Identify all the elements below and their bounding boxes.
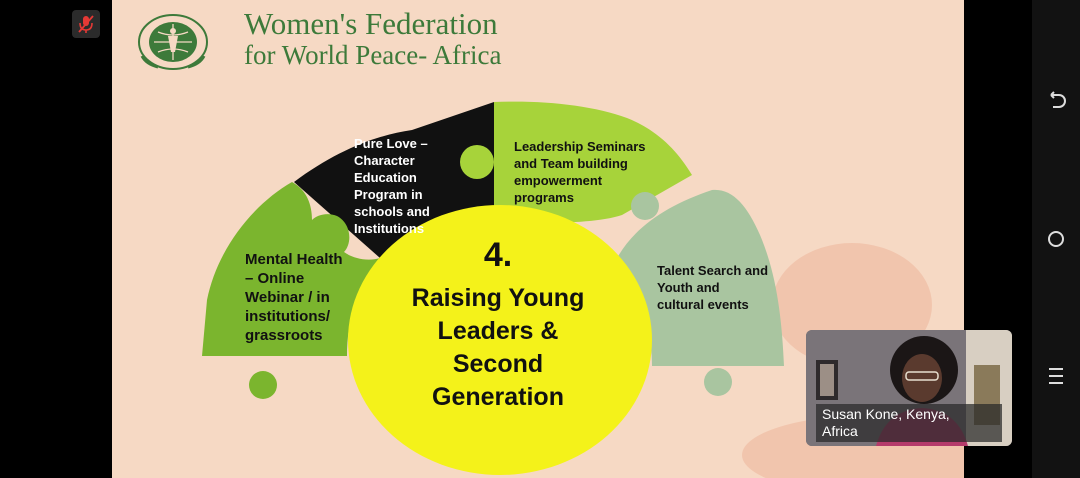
text-line: Webinar / in	[245, 289, 330, 306]
text-line: and Team building	[514, 156, 628, 171]
presentation-slide: Women's Federation for World Peace- Afri…	[112, 0, 964, 478]
slide-title-line-2: for World Peace- Africa	[244, 39, 502, 70]
text-line: Leaders &	[437, 317, 559, 345]
federation-logo-icon	[132, 12, 214, 72]
slide-title-line-1: Women's Federation	[244, 6, 498, 41]
text-line: Institutions	[354, 221, 425, 236]
segment-talent-knob	[631, 192, 659, 220]
text-line: grassroots	[245, 327, 323, 344]
participant-name-line-1: Susan Kone, Kenya,	[822, 406, 950, 422]
talent-text: Talent Search and Youth and cultural eve…	[657, 262, 768, 313]
mic-off-icon[interactable]	[72, 10, 100, 38]
leadership-text: Leadership Seminars and Team building em…	[514, 138, 646, 206]
text-line: Raising Young	[411, 284, 585, 312]
segment-mental-health-knob	[249, 371, 277, 399]
text-line: Character	[354, 153, 415, 168]
puzzle-arc-diagram	[202, 101, 964, 478]
text-line: Program in	[354, 187, 423, 202]
text-line: – Online	[245, 270, 305, 287]
text-line: institutions/	[245, 308, 330, 325]
segment-talent-knob-bottom	[704, 368, 732, 396]
mental-health-text: Mental Health – Online Webinar / in inst…	[245, 250, 343, 345]
text-line: Talent Search and	[657, 263, 769, 278]
text-line: cultural events	[657, 297, 749, 312]
center-circle	[348, 205, 652, 475]
participant-name-tag: Susan Kone, Kenya, Africa	[816, 404, 1002, 442]
text-line: schools and	[354, 204, 430, 219]
android-nav-bar	[1032, 0, 1080, 478]
segment-mental-health	[202, 182, 380, 356]
text-line: Generation	[432, 383, 564, 411]
segment-talent	[615, 189, 784, 366]
text-line: Education	[354, 170, 417, 185]
text-line: Leadership Seminars	[514, 139, 646, 154]
participant-name-line-2: Africa	[822, 423, 858, 439]
text-line: Pure Love –	[354, 136, 428, 151]
segment-leadership-knob	[460, 145, 494, 179]
text-line: programs	[514, 190, 574, 205]
text-line: Mental Health	[245, 251, 343, 268]
recent-apps-icon[interactable]	[1044, 364, 1068, 388]
back-icon[interactable]	[1044, 89, 1068, 113]
pure-love-text: Pure Love – Character Education Program …	[354, 135, 430, 237]
text-line: empowerment	[514, 173, 603, 188]
participant-video-tile[interactable]: Susan Kone, Kenya, Africa	[806, 330, 1012, 446]
center-number: 4.	[483, 236, 513, 274]
slide-title: Women's Federation for World Peace- Afri…	[244, 6, 502, 70]
text-line: Second	[452, 350, 544, 378]
center-label: Raising Young Leaders & Second Generatio…	[380, 282, 616, 414]
home-icon[interactable]	[1044, 227, 1068, 251]
text-line: Youth and	[657, 280, 720, 295]
